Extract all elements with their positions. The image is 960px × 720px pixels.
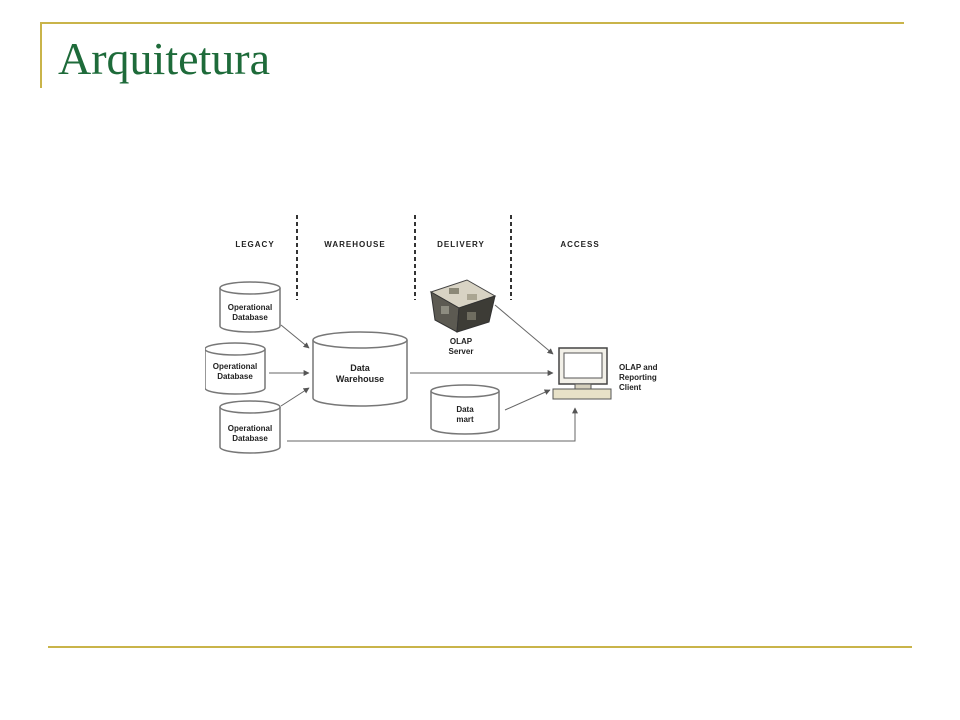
client-line3: Client — [619, 383, 642, 392]
operational-database-2-line2: Database — [217, 372, 253, 381]
client-line2: Reporting — [619, 373, 657, 382]
arrow-db1-warehouse — [280, 324, 310, 349]
client-line1: OLAP and — [619, 363, 658, 372]
arrow-db3-warehouse — [280, 387, 310, 407]
data-mart-line1: Data — [456, 405, 474, 414]
arrow-db3-client — [287, 407, 578, 442]
olap-cube-icon — [429, 279, 497, 333]
column-legacy: LEGACY — [235, 240, 274, 249]
top-rule — [40, 22, 904, 24]
arrow-datamart-client — [504, 389, 551, 411]
operational-database-1-line1: Operational — [228, 303, 272, 312]
column-access: ACCESS — [560, 240, 599, 249]
architecture-diagram-svg: LEGACY WAREHOUSE DELIVERY ACCESS Operati… — [204, 215, 658, 454]
operational-database-3: Operational Database — [219, 400, 281, 454]
olap-reporting-client: OLAP and Reporting Client — [552, 347, 658, 400]
data-warehouse-line2: Warehouse — [336, 374, 384, 384]
operational-database-1: Operational Database — [219, 281, 281, 333]
data-mart-line2: mart — [456, 415, 474, 424]
bottom-rule — [48, 646, 912, 648]
operational-database-3-line1: Operational — [228, 424, 272, 433]
olap-server-line1: OLAP — [450, 337, 473, 346]
operational-database-2-line1: Operational — [213, 362, 257, 371]
data-warehouse: Data Warehouse — [312, 331, 408, 407]
slide-title: Arquitetura — [58, 33, 271, 84]
data-warehouse-line1: Data — [350, 363, 371, 373]
olap-server: OLAP Server — [429, 279, 497, 356]
arrow-olap-client — [494, 304, 554, 355]
olap-server-line2: Server — [449, 347, 474, 356]
left-rule — [40, 22, 42, 88]
data-mart: Data mart — [430, 384, 500, 435]
architecture-diagram: LEGACY WAREHOUSE DELIVERY ACCESS Operati… — [204, 210, 685, 465]
computer-icon — [552, 347, 612, 400]
operational-database-2: Operational Database — [204, 342, 266, 395]
operational-database-3-line2: Database — [232, 434, 268, 443]
column-warehouse: WAREHOUSE — [324, 240, 385, 249]
operational-database-1-line2: Database — [232, 313, 268, 322]
column-delivery: DELIVERY — [437, 240, 485, 249]
